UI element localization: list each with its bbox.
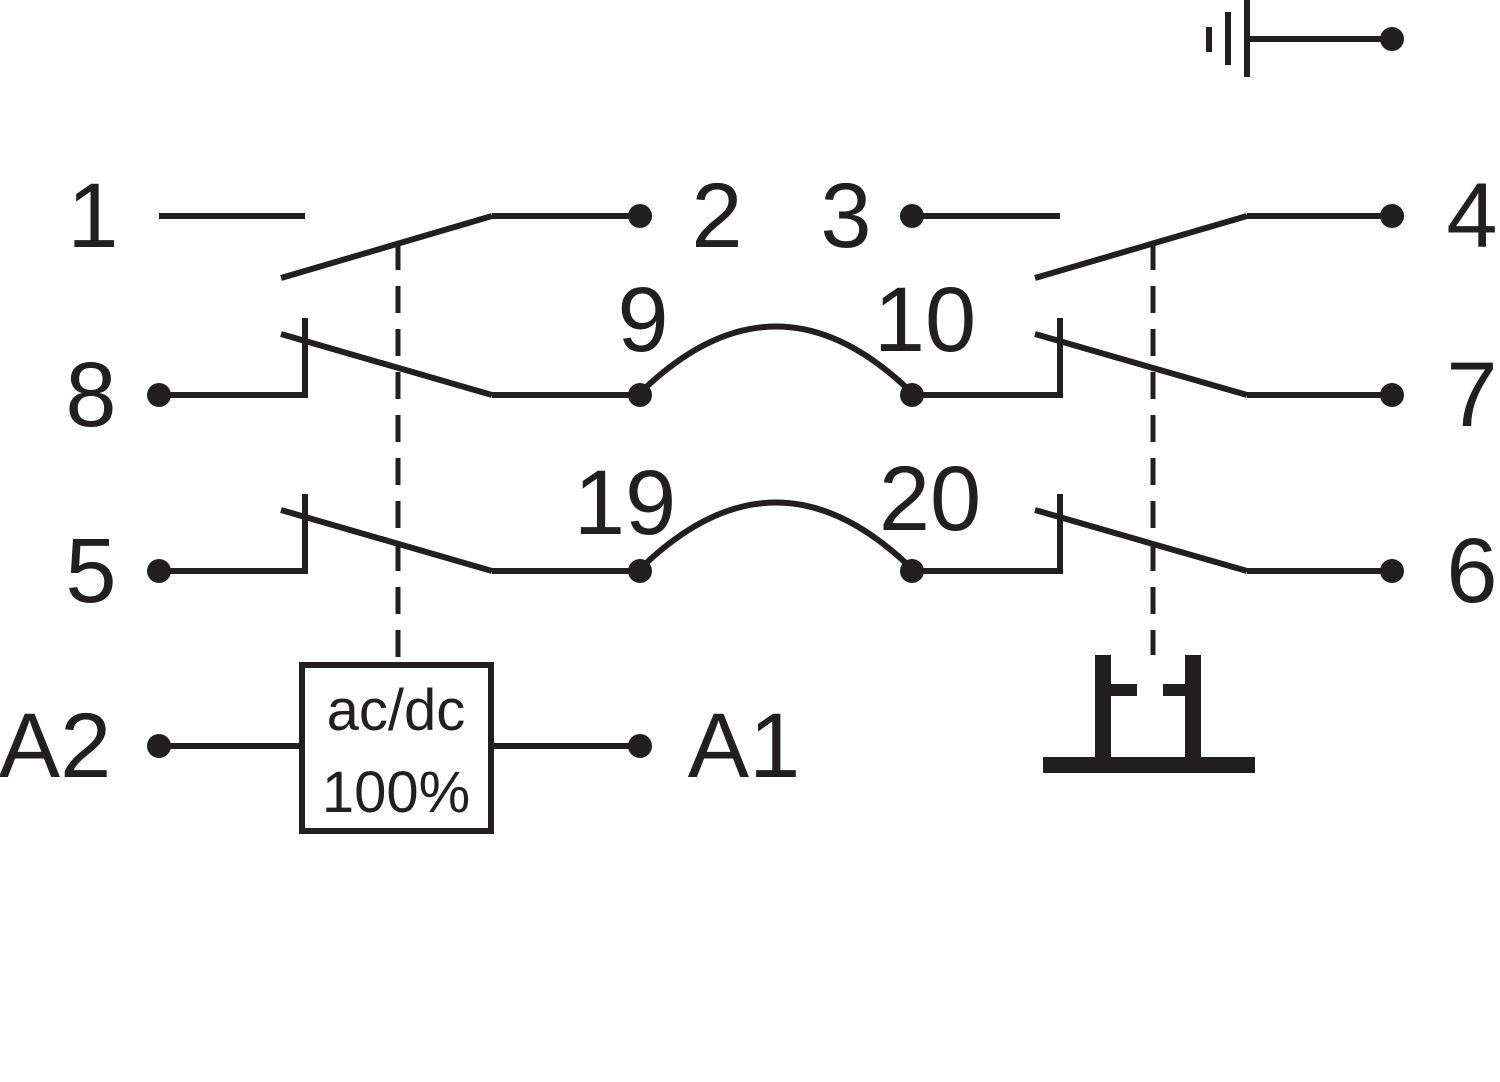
ground-terminal-dot <box>1380 27 1404 51</box>
label-terminal-3: 3 <box>820 165 871 267</box>
contact-8-9 <box>147 318 652 407</box>
contact-10-7 <box>900 318 1404 407</box>
jumper-9-10 <box>637 323 915 396</box>
terminal-6-dot <box>1380 559 1404 583</box>
label-terminal-1: 1 <box>67 165 118 267</box>
coil: ac/dc 100% <box>147 662 652 834</box>
terminal-a1-dot <box>628 734 652 758</box>
label-terminal-8: 8 <box>65 344 116 446</box>
label-terminal-10: 10 <box>874 269 976 371</box>
label-terminal-a2: A2 <box>0 695 111 797</box>
jumper-19-20 <box>637 499 915 572</box>
label-terminal-a1: A1 <box>688 695 801 797</box>
label-terminal-19: 19 <box>574 452 676 554</box>
terminal-4-dot <box>1380 204 1404 228</box>
label-terminal-7: 7 <box>1446 344 1497 446</box>
test-button-icon <box>1043 655 1255 773</box>
contact-3-4 <box>900 204 1404 281</box>
terminal-7-dot <box>1380 383 1404 407</box>
contact-20-6 <box>900 494 1404 583</box>
contact-1-2 <box>159 204 652 281</box>
terminal-2-dot <box>628 204 652 228</box>
label-terminal-20: 20 <box>879 448 981 550</box>
label-terminal-2: 2 <box>691 165 742 267</box>
coil-rating-line2: 100% <box>322 760 470 825</box>
label-terminal-6: 6 <box>1446 520 1497 622</box>
label-terminal-4: 4 <box>1446 165 1497 267</box>
ground-icon <box>1206 0 1404 77</box>
coil-rating-line1: ac/dc <box>327 678 466 743</box>
label-terminal-9: 9 <box>617 269 668 371</box>
label-terminal-5: 5 <box>65 520 116 622</box>
